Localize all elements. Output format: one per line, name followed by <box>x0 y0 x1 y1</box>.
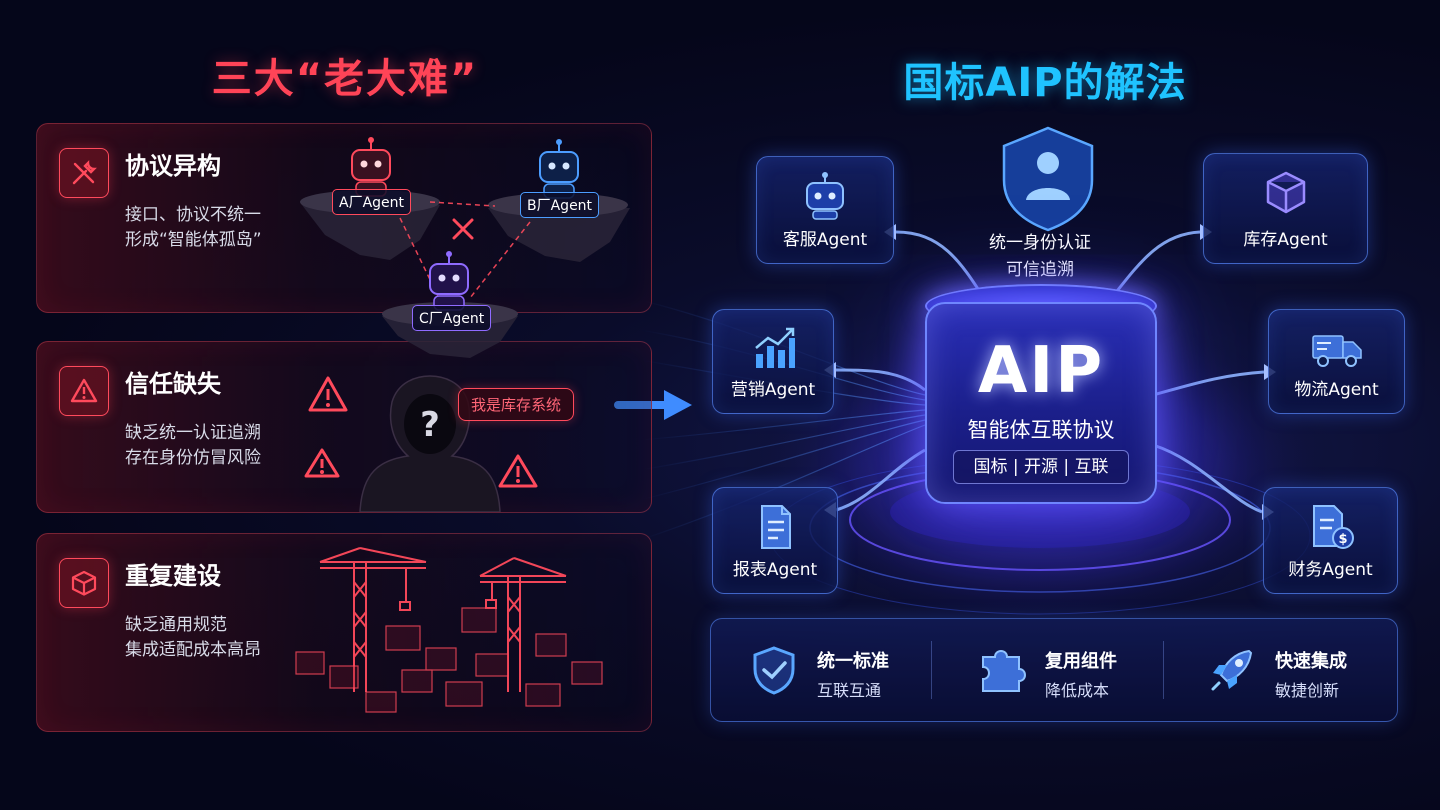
finance-document-icon: $ <box>1264 502 1397 552</box>
warning-icon <box>308 376 348 412</box>
agent-node-inventory[interactable]: 库存Agent <box>1203 153 1368 264</box>
box-icon <box>1204 168 1367 218</box>
robot-label-a: A厂Agent <box>332 189 412 215</box>
benefits-bar: 统一标准 互联互通 复用组件 降低成本 快速集成 敏捷创新 <box>710 618 1398 722</box>
agent-label: 客服Agent <box>782 230 868 250</box>
svg-text:?: ? <box>420 405 440 445</box>
problem-line: 存在身份仿冒风险 <box>125 448 261 468</box>
divider <box>1163 641 1164 699</box>
robot-label-c: C厂Agent <box>412 305 492 331</box>
agent-node-logistics[interactable]: 物流Agent <box>1268 309 1405 414</box>
tools-icon <box>59 148 109 198</box>
impostor-speech-bubble: 我是库存系统 <box>458 388 575 421</box>
agent-label: 报表Agent <box>732 560 818 580</box>
aip-tags: 国标 | 开源 | 互联 <box>953 450 1129 484</box>
problem-line: 接口、协议不统一 <box>125 205 261 225</box>
warning-icon <box>498 454 538 488</box>
agent-node-finance[interactable]: $ 财务Agent <box>1263 487 1398 594</box>
problem-line: 缺乏统一认证追溯 <box>125 423 261 443</box>
problem-card-duplication: 重复建设 缺乏通用规范 集成适配成本高昂 <box>36 533 652 732</box>
truck-icon <box>1269 324 1404 374</box>
agent-label: 财务Agent <box>1288 560 1373 580</box>
benefit-sub: 敏捷创新 <box>1275 681 1340 700</box>
benefit-title: 统一标准 <box>817 651 889 672</box>
document-icon <box>713 502 837 552</box>
identity-label: 统一身份认证 <box>989 233 1091 253</box>
benefit-title: 快速集成 <box>1275 651 1347 672</box>
robot-icon <box>351 137 391 197</box>
problem-title: 重复建设 <box>125 562 221 590</box>
puzzle-icon <box>975 643 1029 697</box>
benefit-standard: 统一标准 互联互通 <box>747 619 917 721</box>
solution-title: 国标AIP的解法 <box>903 60 1187 106</box>
problem-title: 协议异构 <box>125 152 221 180</box>
aip-name: AIP <box>977 334 1105 408</box>
problem-line: 形成“智能体孤岛” <box>125 230 262 250</box>
divider <box>931 641 932 699</box>
identity-shield-icon <box>1002 126 1094 232</box>
construction-illustration <box>295 547 603 713</box>
problem-card-trust: 信任缺失 缺乏统一认证追溯 存在身份仿冒风险 <box>36 341 652 513</box>
shield-check-icon <box>747 643 801 697</box>
warning-icon <box>304 448 340 478</box>
bar-chart-icon <box>713 324 833 374</box>
problem-title: 信任缺失 <box>125 370 221 398</box>
agent-label: 营销Agent <box>730 380 816 400</box>
benefit-fast: 快速集成 敏捷创新 <box>1205 619 1375 721</box>
benefit-sub: 互联互通 <box>817 681 882 700</box>
benefit-sub: 降低成本 <box>1045 681 1110 700</box>
agent-label: 库存Agent <box>1243 230 1328 250</box>
agent-node-customer-service[interactable]: 客服Agent <box>756 156 894 264</box>
problem-line: 缺乏通用规范 <box>125 615 227 635</box>
aip-subtitle: 智能体互联协议 <box>967 418 1115 442</box>
robot-label-b: B厂Agent <box>520 192 600 218</box>
rocket-icon <box>1205 643 1259 697</box>
robot-icon <box>429 251 469 311</box>
agent-label: 物流Agent <box>1294 380 1379 400</box>
warning-icon <box>59 366 109 416</box>
robot-icon <box>757 171 893 221</box>
agent-node-report[interactable]: 报表Agent <box>712 487 838 594</box>
benefit-reuse: 复用组件 降低成本 <box>975 619 1145 721</box>
cube-icon <box>59 558 109 608</box>
traceability-label: 可信追溯 <box>1006 260 1074 280</box>
aip-core[interactable]: AIP 智能体互联协议 国标 | 开源 | 互联 <box>925 302 1157 504</box>
agent-node-marketing[interactable]: 营销Agent <box>712 309 834 414</box>
benefit-title: 复用组件 <box>1045 651 1117 672</box>
svg-text:$: $ <box>1338 532 1347 547</box>
robot-icon <box>539 139 579 199</box>
problems-title: 三大“老大难” <box>211 56 479 102</box>
problem-line: 集成适配成本高昂 <box>125 640 261 660</box>
